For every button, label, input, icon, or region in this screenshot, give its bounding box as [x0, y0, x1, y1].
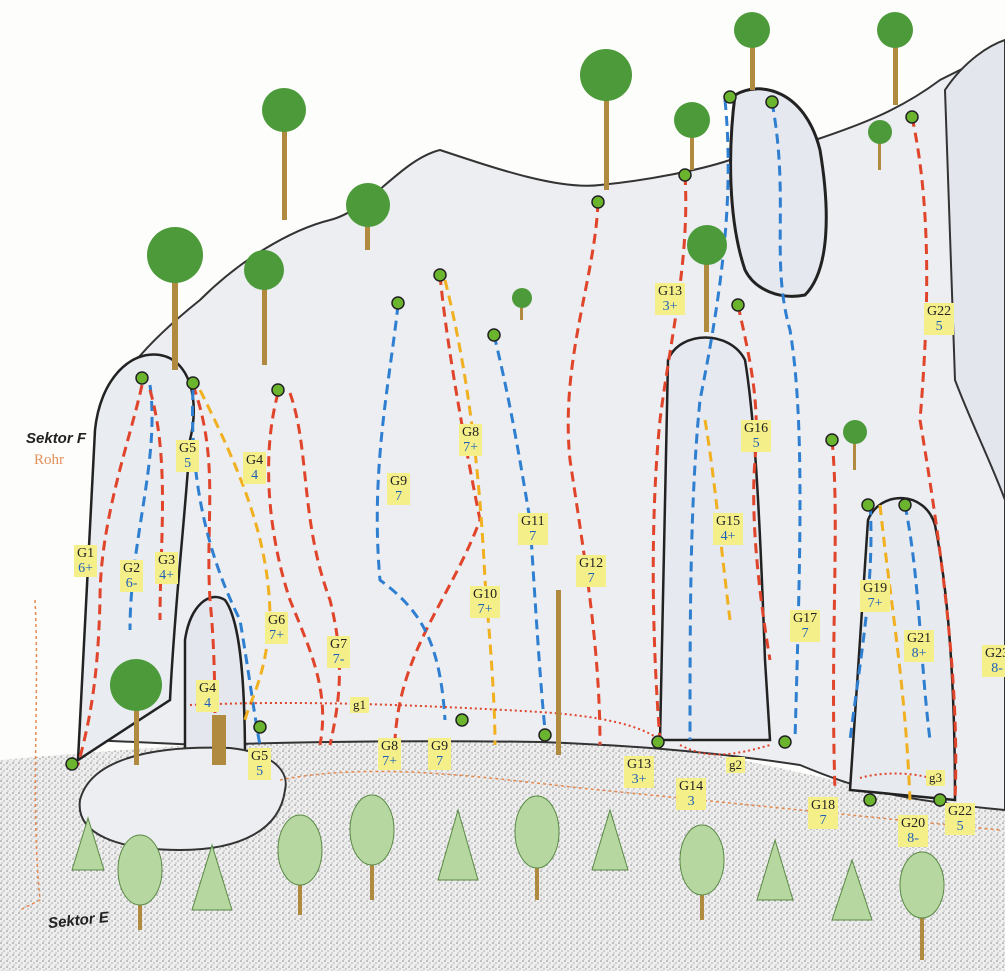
- sector-f-label: Sektor F: [26, 430, 86, 447]
- anchor-icon: [724, 91, 736, 103]
- anchor-icon: [862, 499, 874, 511]
- anchor-icon: [766, 96, 778, 108]
- anchor-icon: [434, 269, 446, 281]
- anchor-icon: [539, 729, 551, 741]
- anchor-icon: [906, 111, 918, 123]
- route-label: G238-: [982, 645, 1005, 677]
- path-label-g1: g1: [350, 697, 369, 713]
- rock-tower-upper: [731, 89, 827, 296]
- anchor-icon: [779, 736, 791, 748]
- path-label-g3: g3: [926, 770, 945, 786]
- anchor-icon: [826, 434, 838, 446]
- anchor-icon: [187, 377, 199, 389]
- anchor-icon: [592, 196, 604, 208]
- anchor-icon: [66, 758, 78, 770]
- path-label-g2: g2: [726, 757, 745, 773]
- anchor-icon: [488, 329, 500, 341]
- anchor-icon: [652, 736, 664, 748]
- anchor-icon: [679, 169, 691, 181]
- anchor-icon: [392, 297, 404, 309]
- rock-pillar-right: [850, 498, 955, 800]
- anchor-icon: [732, 299, 744, 311]
- anchor-icon: [254, 721, 266, 733]
- anchor-icon: [272, 384, 284, 396]
- anchor-icon: [456, 714, 468, 726]
- anchor-icon: [899, 499, 911, 511]
- anchor-icon: [136, 372, 148, 384]
- anchor-icon: [864, 794, 876, 806]
- sector-f-sublabel: Rohr: [34, 452, 64, 469]
